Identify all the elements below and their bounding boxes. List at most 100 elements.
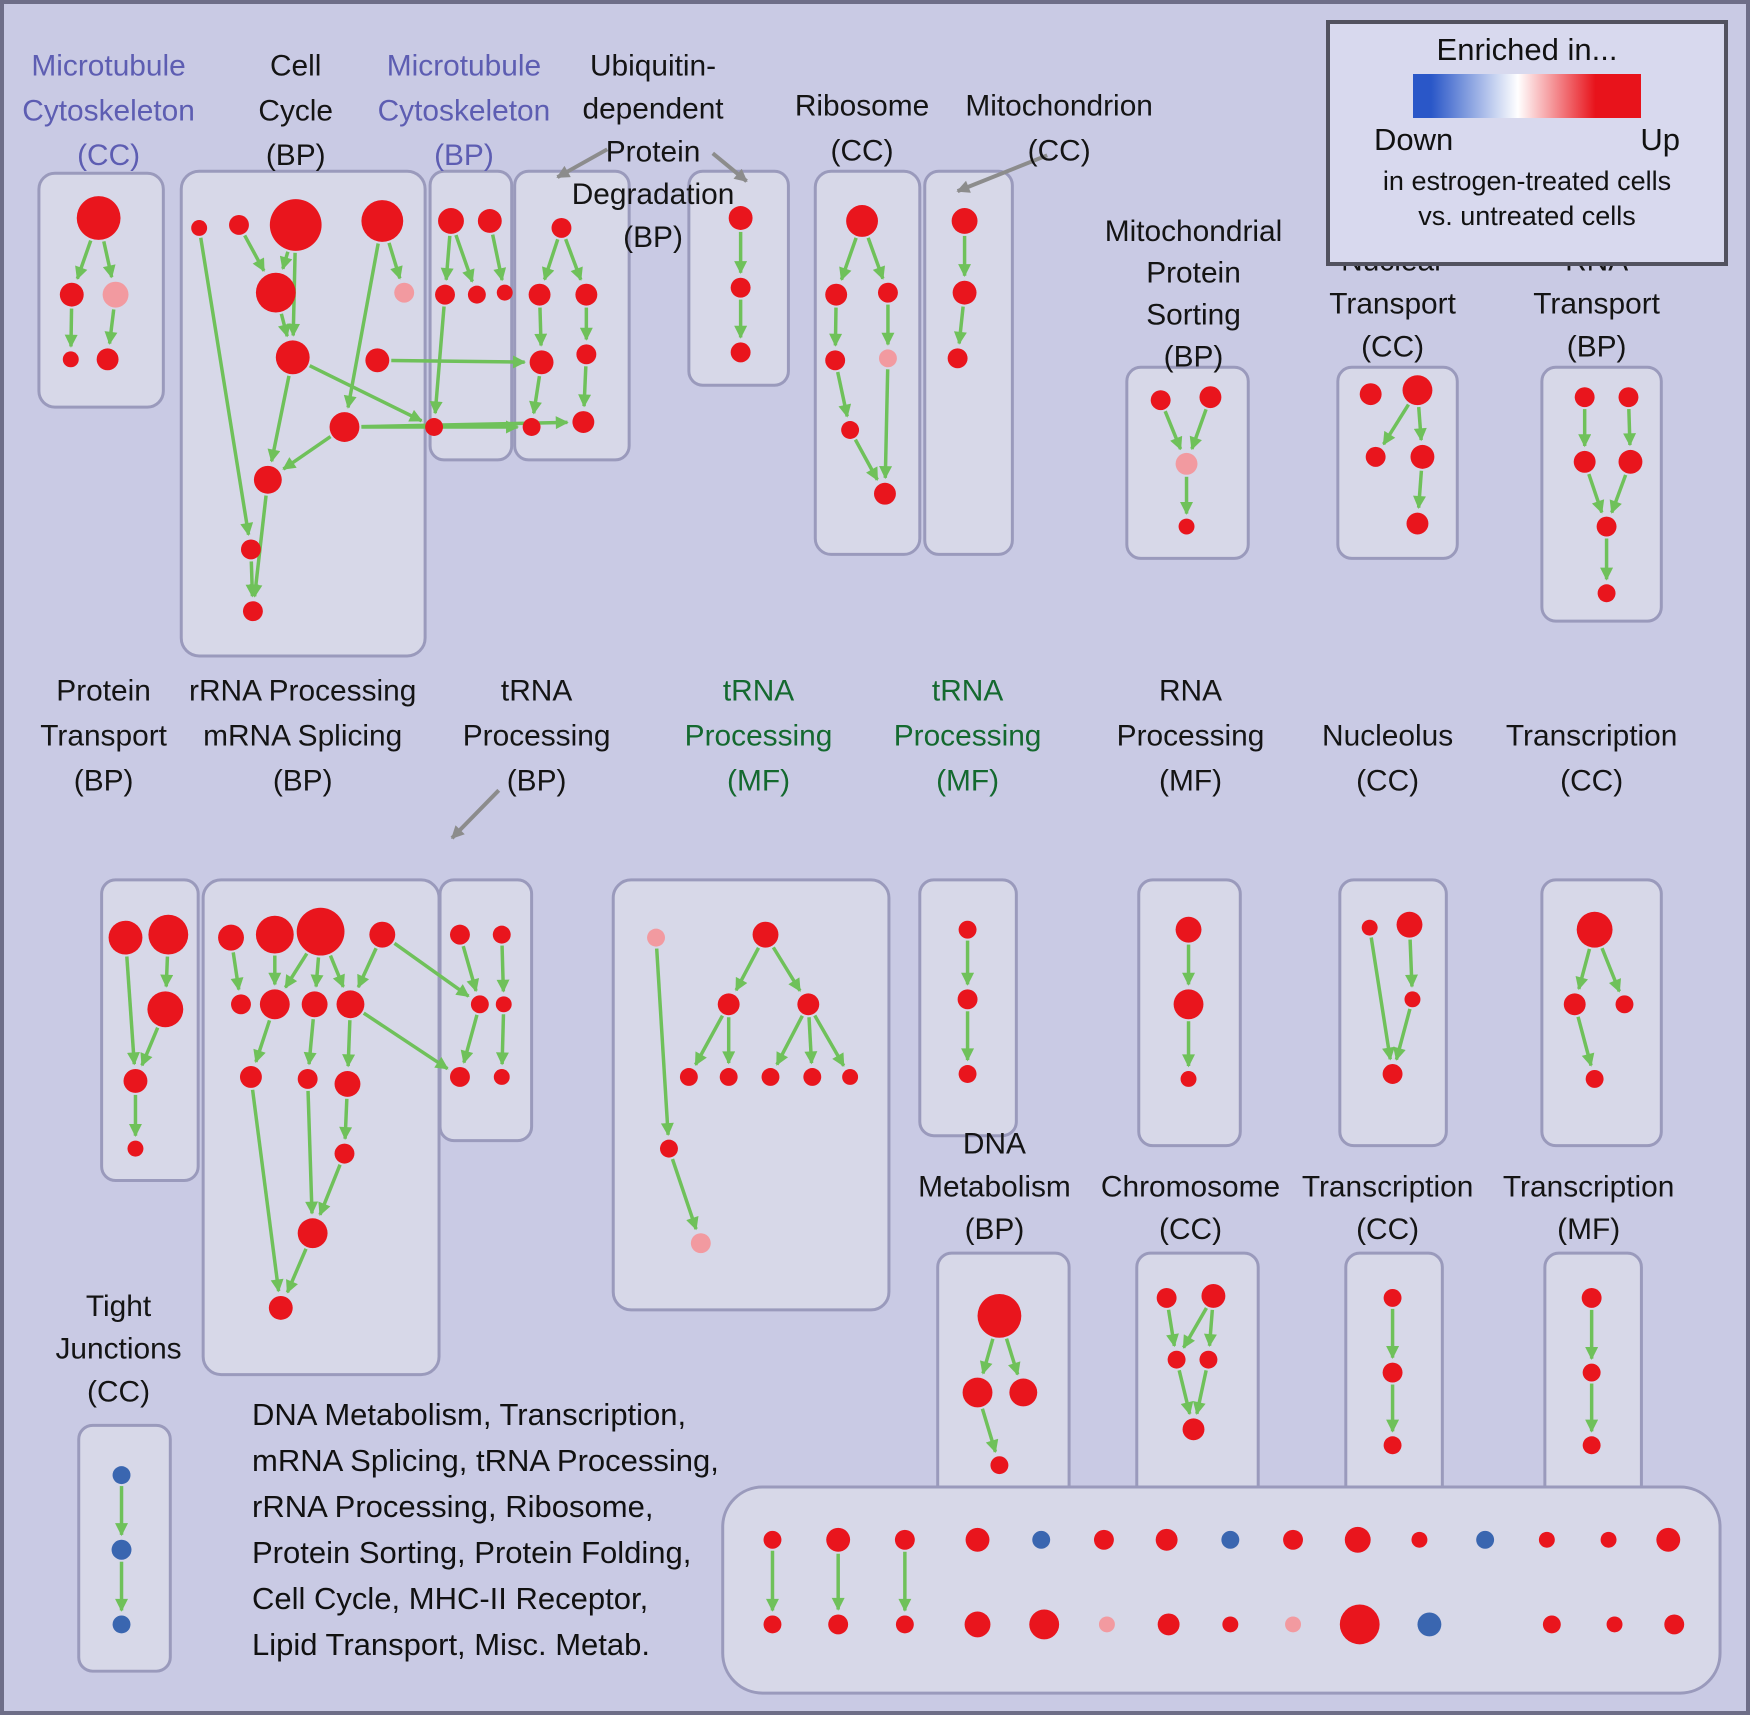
- node-q9: [239, 1066, 262, 1088]
- edge-arrow: [564, 238, 583, 281]
- cluster-label: Chromosome: [1101, 1170, 1280, 1203]
- node-q6: [259, 989, 290, 1020]
- node-l2: [1563, 993, 1586, 1016]
- node-e2: [730, 277, 751, 298]
- edge-arrow: [279, 251, 293, 271]
- cluster-label: (BP): [1164, 340, 1224, 373]
- edge-arrow: [496, 945, 510, 993]
- node-t4: [495, 996, 512, 1013]
- cluster-label: Transcription: [1503, 1170, 1674, 1203]
- edge-arrow: [461, 945, 480, 993]
- go-network-diagram: MicrotubuleCytoskeleton(CC)CellCycle(BP)…: [22, 50, 1722, 1695]
- node-q3: [296, 907, 345, 956]
- node-a5: [96, 348, 119, 371]
- edge-arrow: [318, 1164, 342, 1216]
- node-w3: [1573, 450, 1596, 473]
- node-u7: [572, 411, 595, 433]
- node-e1: [728, 206, 753, 230]
- edge-arrow: [75, 239, 93, 280]
- node-g5: [679, 1068, 698, 1086]
- node-v2: [1402, 375, 1433, 406]
- node-e3: [730, 342, 751, 363]
- cluster-label: (BP): [273, 764, 333, 797]
- edge-arrow: [285, 1248, 308, 1294]
- node-d3: [1009, 1378, 1038, 1407]
- node-q12: [334, 1143, 355, 1164]
- node-m5: [496, 284, 513, 301]
- node-t3: [470, 995, 489, 1014]
- node-s1: [1150, 390, 1171, 411]
- edge-arrow: [694, 1014, 724, 1066]
- node-s3: [1175, 452, 1198, 475]
- cluster-label: Ribosome: [795, 89, 929, 122]
- node-w1: [1574, 387, 1595, 408]
- node-z10b: [1339, 1604, 1380, 1645]
- group-box-ubiq-left: [513, 169, 631, 462]
- node-z6t: [1093, 1529, 1114, 1550]
- edge-arrow: [391, 355, 526, 369]
- node-z7t: [1155, 1528, 1178, 1551]
- node-z1t: [763, 1530, 782, 1549]
- node-p2: [148, 914, 189, 955]
- cluster-label: Nucleolus: [1322, 720, 1453, 753]
- node-c7: [275, 340, 310, 375]
- edge-arrow: [339, 1098, 353, 1140]
- cluster-label: Processing: [463, 720, 611, 753]
- edge-arrow: [1600, 947, 1621, 993]
- node-z8b: [1222, 1616, 1239, 1633]
- cluster-label: Transport: [1533, 288, 1660, 321]
- cluster-label: Cell: [270, 50, 321, 83]
- edge-arrow: [1182, 1307, 1208, 1349]
- cluster-label: (BP): [965, 1213, 1025, 1246]
- node-k3: [1404, 991, 1421, 1008]
- node-r2: [825, 283, 848, 306]
- node-z2b: [828, 1614, 849, 1635]
- note-line: Cell Cycle, MHC-II Receptor,: [252, 1581, 649, 1616]
- edge-arrow: [771, 946, 802, 992]
- node-u5: [576, 344, 597, 365]
- edge-arrow: [253, 1019, 272, 1064]
- cluster-label: Metabolism: [918, 1170, 1071, 1203]
- node-p1: [108, 920, 143, 955]
- edge-arrow: [303, 1019, 317, 1066]
- node-z4t: [965, 1527, 990, 1552]
- cluster-label: Cytoskeleton: [22, 94, 195, 127]
- node-z8t: [1221, 1530, 1240, 1549]
- cluster-label: Transport: [1329, 288, 1456, 321]
- node-o1: [951, 208, 978, 234]
- cluster-label: Mitochondrion: [965, 89, 1153, 122]
- node-r3: [877, 282, 898, 303]
- edge-arrow: [64, 308, 78, 348]
- node-v4: [1410, 444, 1435, 469]
- edge-arrow: [804, 1017, 818, 1065]
- edge-arrow: [866, 237, 885, 280]
- node-z13b: [1542, 1615, 1561, 1634]
- edge-arrow: [495, 1014, 509, 1066]
- node-k2: [1396, 911, 1423, 938]
- edge-arrow: [775, 1014, 804, 1066]
- node-p5: [127, 1140, 144, 1157]
- label-pointer-arrow: [450, 788, 501, 840]
- edge-arrow: [160, 956, 174, 988]
- cluster-label: dependent: [582, 92, 724, 125]
- node-j2: [1173, 989, 1204, 1020]
- node-q11: [334, 1070, 361, 1097]
- cluster-label: Cycle: [258, 94, 333, 127]
- cluster-label: (CC): [1028, 134, 1091, 167]
- node-r6: [841, 421, 860, 439]
- edge-arrow: [277, 313, 291, 338]
- node-d1: [977, 1293, 1022, 1338]
- node-p3: [147, 991, 184, 1028]
- edge-arrow: [953, 306, 967, 345]
- cluster-label: DNA: [963, 1128, 1026, 1161]
- node-r4: [825, 350, 846, 371]
- group-box-rna-transport: [1540, 365, 1663, 623]
- node-g6: [719, 1068, 738, 1086]
- node-w4: [1618, 449, 1643, 474]
- edge-arrow: [250, 1089, 284, 1293]
- node-g7: [761, 1068, 780, 1086]
- edge-arrow: [460, 1014, 479, 1064]
- node-z3b: [895, 1615, 914, 1634]
- node-g1: [647, 928, 665, 947]
- cluster-label: (BP): [74, 764, 134, 797]
